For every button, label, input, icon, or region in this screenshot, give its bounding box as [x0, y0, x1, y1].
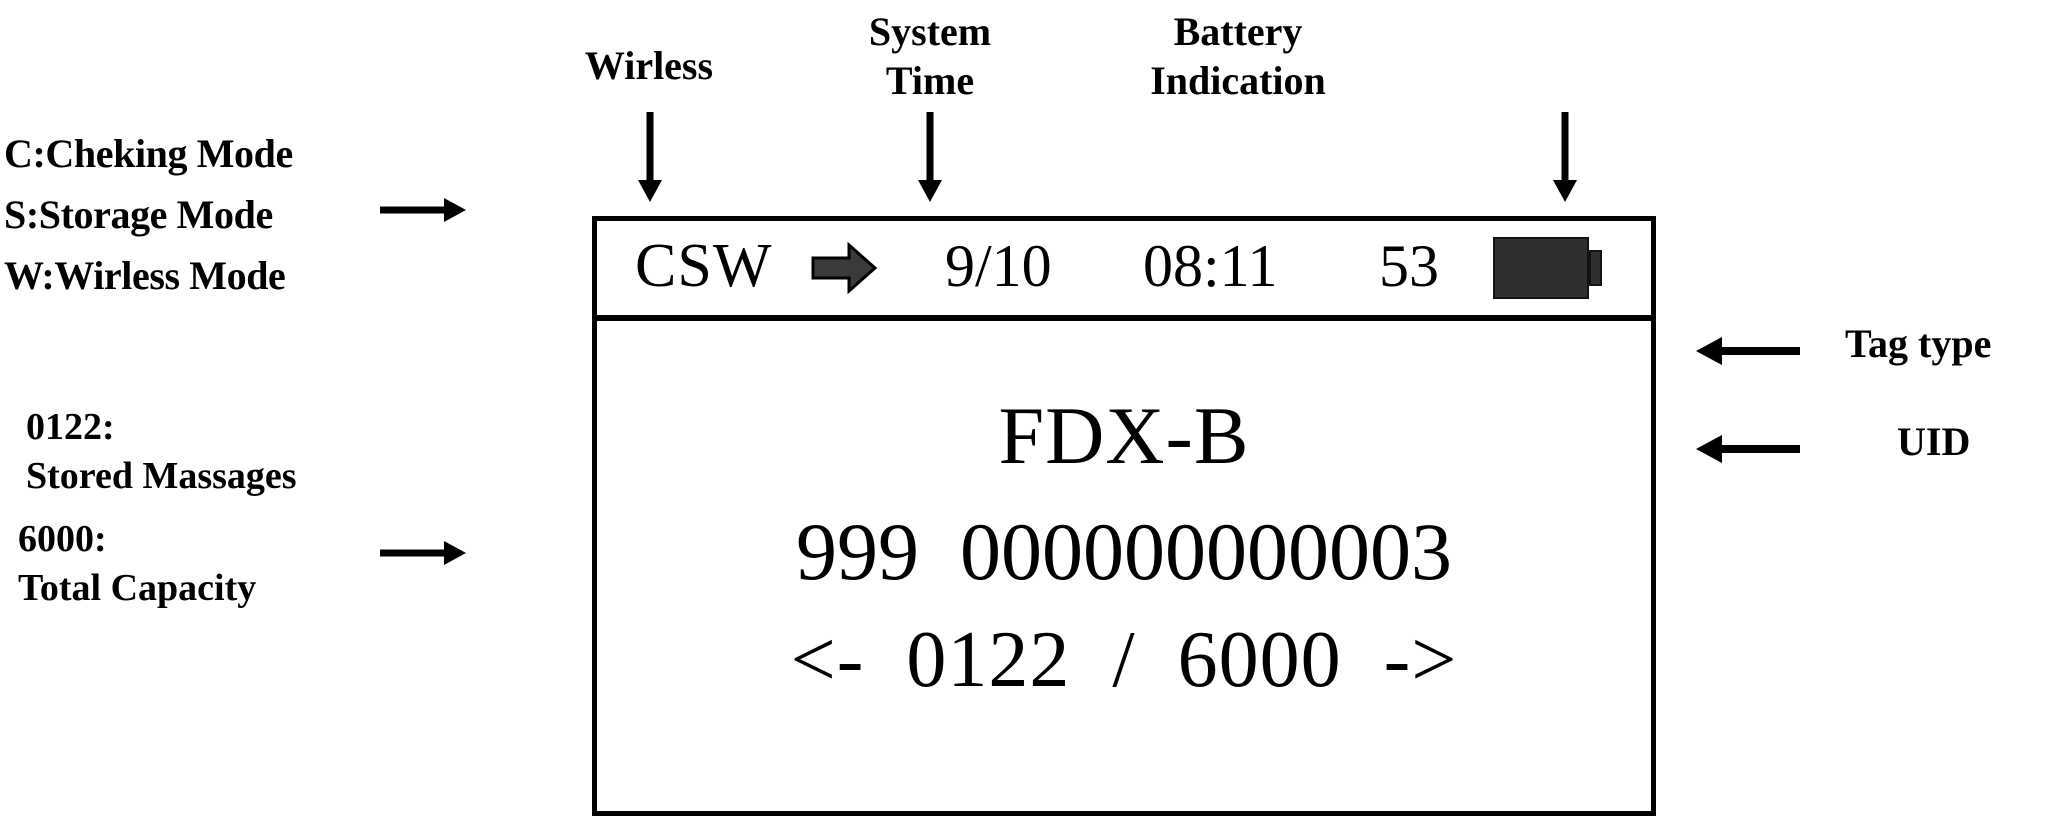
stored-messages-value: 0122: [26, 406, 115, 448]
callout-tag-type-label: Tag type [1845, 321, 1992, 366]
callout-wireless-label: Wirless [584, 43, 714, 88]
callout-arrow-battery [1553, 112, 1577, 202]
mode-legend-wireless: W:Wirless Mode [4, 253, 286, 299]
callout-system-time: System Time [830, 8, 1030, 106]
system-time-text: 08:11 [1143, 233, 1278, 300]
callout-system-time-line1: System [868, 9, 992, 54]
arrow-right-icon [811, 242, 877, 294]
callout-uid-label: UID [1897, 419, 1971, 464]
callout-arrow-tag-type [1696, 337, 1800, 365]
callout-arrow-capacity [380, 541, 466, 565]
callout-battery-line2: Indication [1150, 57, 1326, 103]
callout-wireless: Wirless [519, 42, 779, 91]
system-date-text: 9/10 [945, 233, 1052, 300]
total-capacity-legend: 6000: Total Capacity [18, 517, 256, 611]
callout-battery-line1: Battery [1173, 9, 1303, 54]
status-bar: CSW 9/10 08:11 53 [597, 221, 1651, 321]
callout-arrow-wireless [638, 112, 662, 202]
mode-legend-storage: S:Storage Mode [4, 192, 273, 238]
callout-arrow-system-time [918, 112, 942, 202]
total-capacity-label: Total Capacity [18, 566, 257, 609]
record-pager[interactable]: <- 0122 / 6000 -> [790, 616, 1458, 704]
stored-messages-legend: 0122: Stored Massages [26, 405, 297, 499]
callout-arrow-uid [1696, 435, 1800, 463]
device-lcd-screen: CSW 9/10 08:11 53 FDX-B 999 000000000003… [592, 216, 1656, 816]
mode-legend: C:Cheking Mode S:Storage Mode W:Wirless … [4, 130, 293, 314]
mode-flags-text: CSW [635, 232, 773, 301]
stored-messages-label: Stored Massages [26, 454, 297, 497]
battery-percent-text: 53 [1379, 233, 1439, 300]
callout-battery: Battery Indication [1068, 8, 1408, 106]
callout-system-time-line2: Time [885, 57, 975, 103]
tag-type-value: FDX-B [998, 390, 1250, 481]
battery-terminal [1589, 250, 1602, 286]
battery-full-icon [1493, 237, 1603, 299]
battery-body [1493, 237, 1589, 299]
callout-tag-type: Tag type [1845, 320, 1991, 367]
callout-uid: UID [1897, 418, 1970, 465]
callout-arrow-mode [380, 198, 466, 222]
lcd-content-area: FDX-B 999 000000000003 <- 0122 / 6000 -> [597, 321, 1651, 809]
mode-legend-checking: C:Cheking Mode [4, 131, 293, 176]
uid-value: 999 000000000003 [796, 506, 1452, 597]
total-capacity-value: 6000: [18, 518, 107, 560]
